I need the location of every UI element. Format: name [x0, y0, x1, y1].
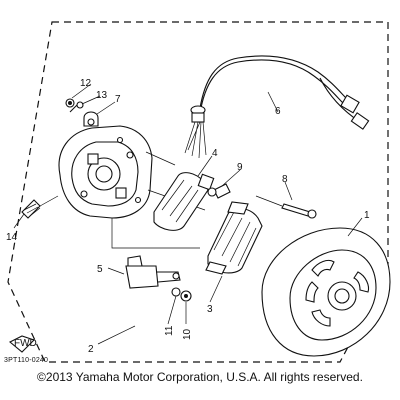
- assembly-boundary: [7, 21, 389, 363]
- callout-9: 9: [237, 162, 243, 173]
- flywheel-rotor: [261, 227, 391, 357]
- fwd-label: FWD: [14, 338, 37, 349]
- stator-base-plate: [58, 125, 206, 249]
- callout-7: 7: [115, 94, 121, 105]
- charge-coil: [205, 201, 263, 275]
- callout-1: 1: [364, 210, 370, 221]
- callout-5: 5: [97, 264, 103, 275]
- pulser-coil: [153, 172, 215, 231]
- callout-10: 10: [182, 328, 193, 340]
- callout-12: 12: [80, 78, 92, 89]
- callout-11: 11: [164, 325, 175, 336]
- leader-lines: [13, 83, 363, 345]
- callout-3: 3: [207, 304, 213, 315]
- bracket-5: [125, 255, 181, 289]
- diagram-code: 3PT110-0240: [4, 357, 49, 364]
- callout-13: 13: [96, 90, 108, 101]
- wire-harness: [184, 55, 370, 159]
- screw-9: [207, 183, 231, 199]
- callout-6: 6: [275, 106, 281, 117]
- cable-clamp: [65, 98, 99, 127]
- screw-14: [21, 195, 59, 219]
- copyright-notice: ©2013 Yamaha Motor Corporation, U.S.A. A…: [37, 370, 363, 384]
- fwd-arrow-icon: FWD: [9, 335, 37, 353]
- callout-4: 4: [212, 148, 218, 159]
- callout-8: 8: [282, 174, 288, 185]
- bolt-8: [255, 195, 317, 219]
- callout-14: 14: [6, 232, 18, 243]
- callout-2: 2: [88, 344, 94, 355]
- screw-washer-10-11: [171, 287, 192, 302]
